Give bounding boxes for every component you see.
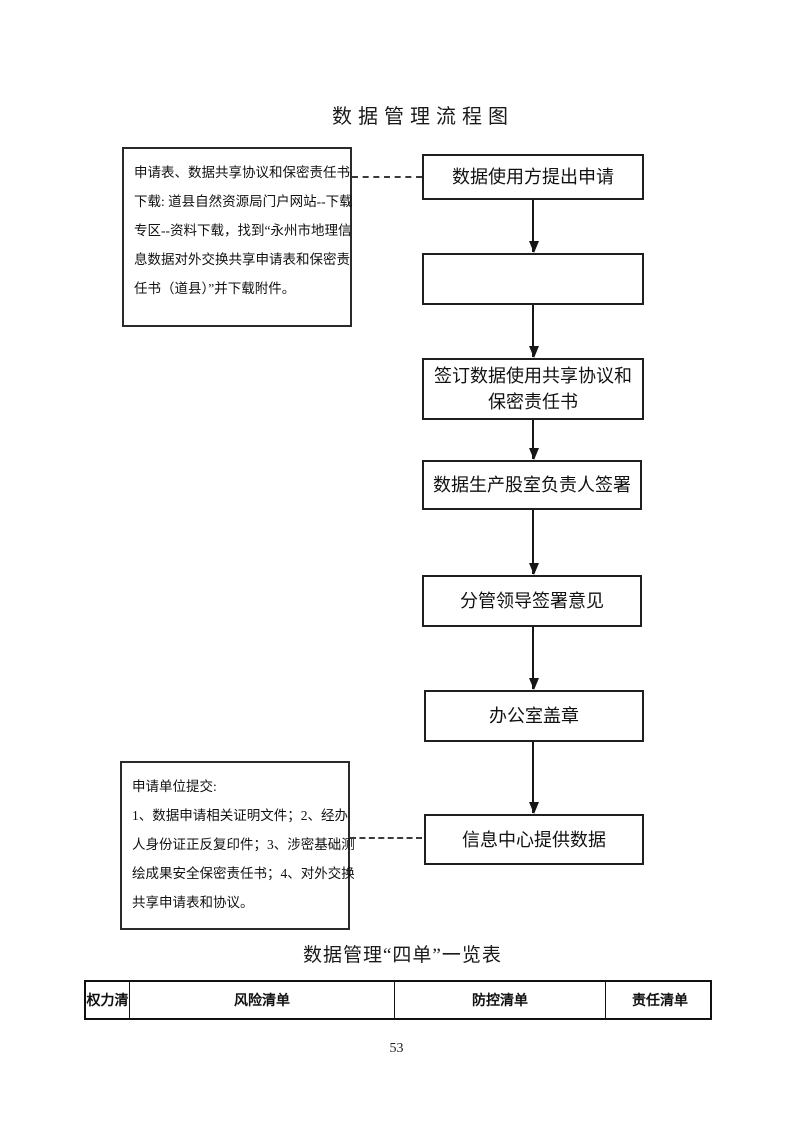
flow-step-provide-data: 信息中心提供数据 bbox=[424, 814, 644, 865]
note-line: 任书（道县）”并下载附件。 bbox=[134, 281, 296, 296]
note-line: 申请表、数据共享协议和保密责任书 bbox=[134, 165, 350, 180]
note-line: 申请单位提交: bbox=[132, 779, 217, 794]
note-line: 共享申请表和协议。 bbox=[132, 895, 254, 910]
note-box-download-instructions: 申请表、数据共享协议和保密责任书 下载: 道县自然资源局门户网站--下载 专区-… bbox=[122, 147, 353, 327]
flow-step-apply: 数据使用方提出申请 bbox=[422, 154, 644, 200]
note-line: 人身份证正反复印件；3、涉密基础测 bbox=[132, 837, 355, 852]
page-number: 53 bbox=[389, 1041, 404, 1056]
flow-step-sign-agreement: 签订数据使用共享协议和保密责任书 bbox=[422, 358, 644, 420]
down-arrow-icon bbox=[529, 627, 539, 690]
flow-step-label: 分管领导签署意见 bbox=[460, 591, 604, 611]
table-header-risk-list: 风险清单 bbox=[129, 982, 394, 1018]
flow-step-leader-opinion: 分管领导签署意见 bbox=[422, 575, 642, 627]
note-line: 专区--资料下载，找到“永州市地理信 bbox=[134, 223, 352, 238]
note-line: 绘成果安全保密责任书；4、对外交换 bbox=[132, 866, 355, 881]
flow-step-production-lead-sign: 数据生产股室负责人签署 bbox=[422, 460, 642, 510]
note-line: 1、数据申请相关证明文件；2、经办 bbox=[132, 808, 348, 823]
dashed-connector-top bbox=[352, 176, 422, 178]
flow-step-label: 数据生产股室负责人签署 bbox=[433, 475, 631, 495]
dashed-connector-bottom bbox=[350, 837, 422, 839]
down-arrow-icon bbox=[529, 200, 539, 253]
note-line: 息数据对外交换共享申请表和保密责 bbox=[134, 252, 350, 267]
four-lists-table: 权力清 风险清单 防控清单 责任清单 bbox=[84, 980, 712, 1020]
table-title: 数据管理“四单”一览表 bbox=[303, 945, 502, 966]
flow-step-label: 签订数据使用共享协议和保密责任书 bbox=[434, 366, 632, 412]
table-header-control-list: 防控清单 bbox=[394, 982, 605, 1018]
down-arrow-icon bbox=[529, 420, 539, 460]
flow-step-label: 数据使用方提出申请 bbox=[452, 167, 614, 187]
down-arrow-icon bbox=[529, 742, 539, 814]
flow-step-empty bbox=[422, 253, 644, 305]
flowchart-title: 数据管理流程图 bbox=[332, 106, 514, 128]
table-header-power-list: 权力清 bbox=[86, 994, 129, 1009]
down-arrow-icon bbox=[529, 510, 539, 575]
down-arrow-icon bbox=[529, 305, 539, 358]
table-header-responsibility-list: 责任清单 bbox=[605, 982, 714, 1018]
note-line: 下载: 道县自然资源局门户网站--下载 bbox=[134, 194, 353, 209]
flow-step-label: 办公室盖章 bbox=[489, 706, 579, 726]
flow-step-label: 信息中心提供数据 bbox=[462, 829, 606, 850]
note-box-submission-materials: 申请单位提交: 1、数据申请相关证明文件；2、经办 人身份证正反复印件；3、涉密… bbox=[120, 761, 355, 930]
flow-step-office-seal: 办公室盖章 bbox=[424, 690, 644, 742]
